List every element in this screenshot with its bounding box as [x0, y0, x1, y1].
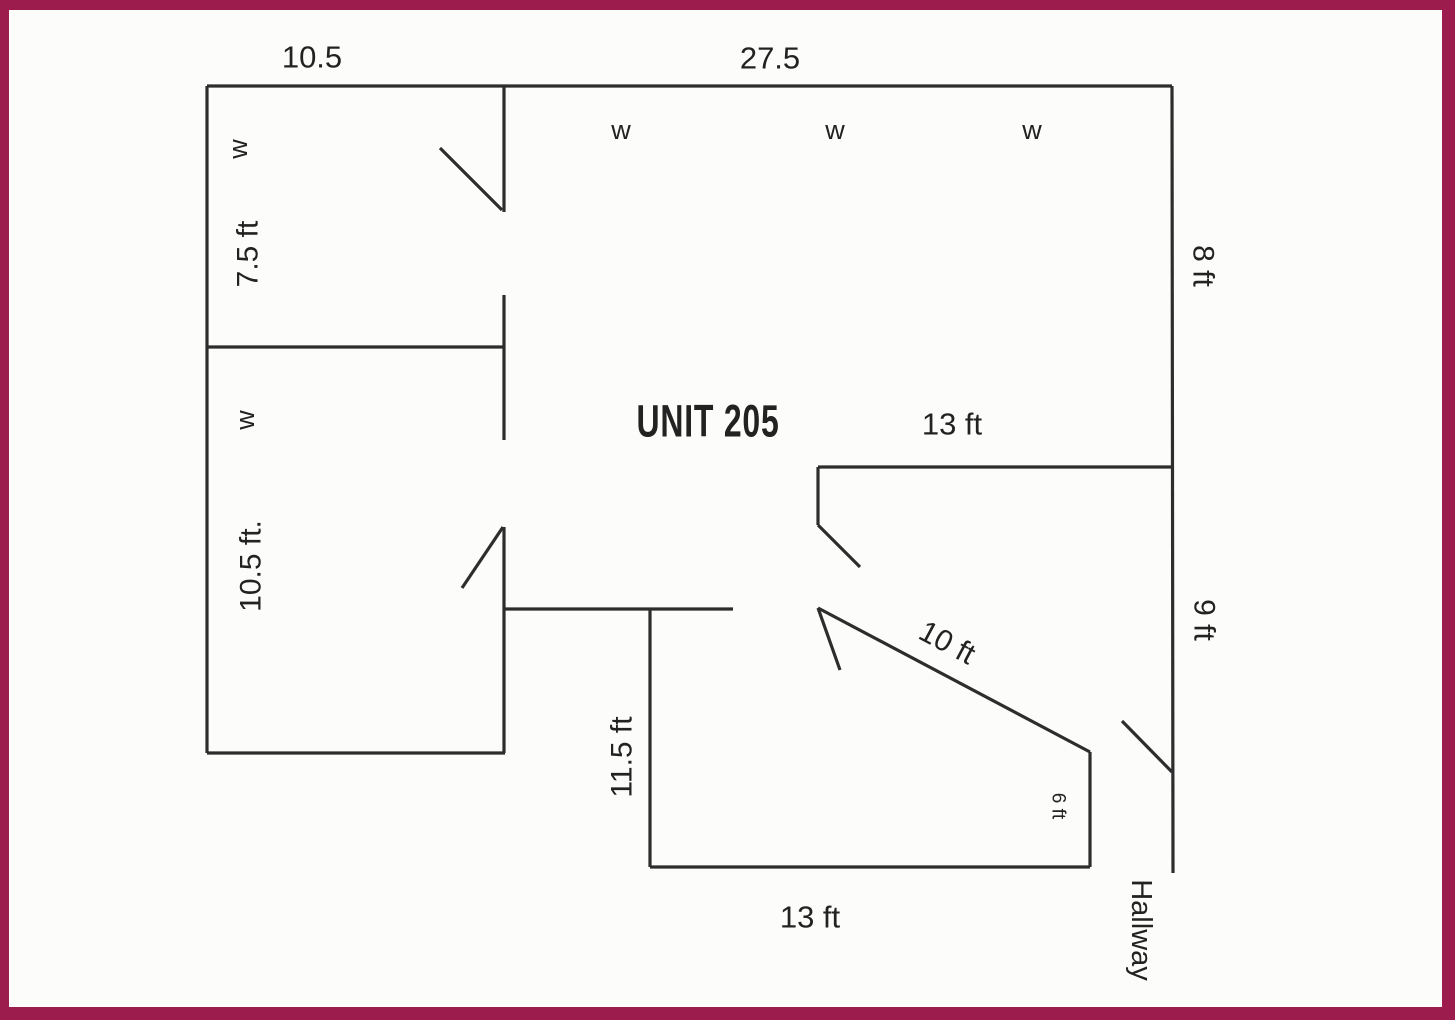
dim-top-right-width: 27.5 — [740, 41, 800, 76]
door-swing-hallway — [1120, 719, 1174, 774]
window-marker-top-3: w — [1021, 115, 1042, 145]
hallway-label: Hallway — [1125, 879, 1157, 981]
dim-top-left-width: 10.5 — [282, 40, 342, 75]
dim-right-upper-height: 8 ft — [1187, 245, 1220, 287]
window-marker-top-1: w — [610, 115, 631, 145]
door-swing-interior — [816, 523, 862, 569]
dim-closet-side-height: 6 ft — [1048, 793, 1069, 820]
dim-left-bottom-room-height: 10.5 ft. — [235, 520, 268, 612]
door-swing-bottom-left-room — [460, 526, 505, 589]
window-marker-left-2: w — [230, 410, 260, 431]
unit-title-group: UNIT 205 — [636, 397, 779, 447]
diagonal-wall — [817, 606, 1091, 754]
unit-title: UNIT 205 — [636, 397, 779, 447]
right-wall — [1170, 85, 1175, 874]
dim-left-top-room-height: 7.5 ft — [232, 220, 265, 287]
window-marker-top-2: w — [824, 115, 845, 145]
door-swing-top-left-room — [438, 146, 504, 212]
dim-interior-wall-length: 13 ft — [922, 407, 983, 442]
dim-right-lower-height: 9 ft — [1188, 599, 1221, 641]
window-marker-left-1: w — [223, 139, 253, 160]
door-swing-lower — [816, 607, 842, 671]
dim-lower-vertical-wall-height: 11.5 ft — [606, 716, 639, 798]
dim-bottom-wall-length: 13 ft — [780, 900, 841, 935]
